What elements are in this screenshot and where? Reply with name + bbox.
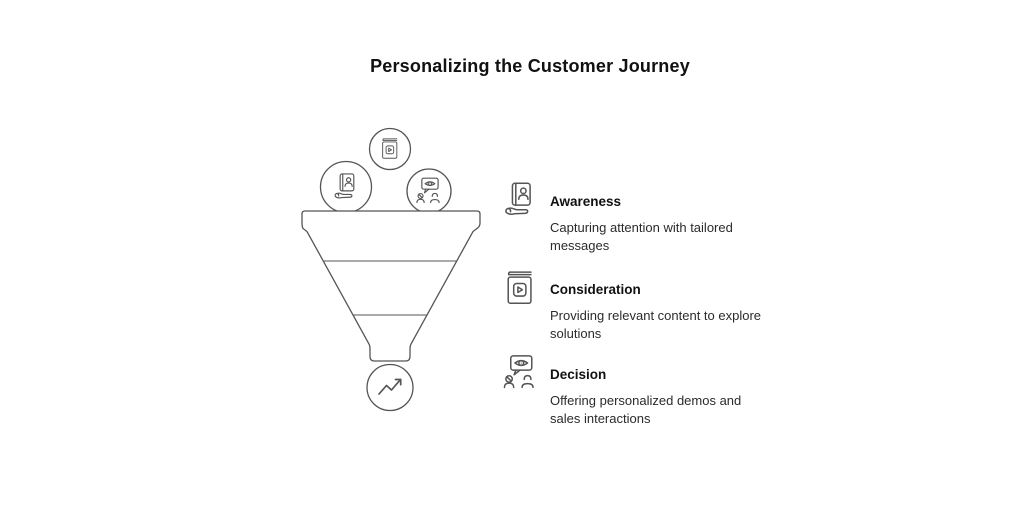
stage-description: Providing relevant content to explore so… [550,308,762,341]
demo-people-icon [503,355,537,392]
stage-description: Capturing attention with tailored messag… [550,220,733,253]
trend-up-arrow-icon [378,378,402,395]
funnel-output-bubble [366,363,414,412]
stage-description: Offering personalized demos and sales in… [550,393,742,426]
stage-consideration: Consideration Providing relevant content… [503,269,772,342]
stage-title: Decision [550,367,607,382]
funnel-input-bubbles [319,127,452,214]
stage-title: Awareness [550,194,622,209]
page-title: Personalizing the Customer Journey [370,56,690,76]
stage-awareness: Awareness Capturing attention with tailo… [503,181,772,254]
funnel-body [301,210,481,362]
stage-title: Consideration [550,282,641,297]
bubble-demo-people [406,168,452,214]
bubble-trend-arrow [366,363,414,412]
funnel-graphic [301,127,481,412]
bubble-contact-card [319,160,373,214]
book-play-icon [503,270,537,307]
stage-decision: Decision Offering personalized demos and… [503,354,772,427]
contact-card-hand-icon [503,182,537,219]
